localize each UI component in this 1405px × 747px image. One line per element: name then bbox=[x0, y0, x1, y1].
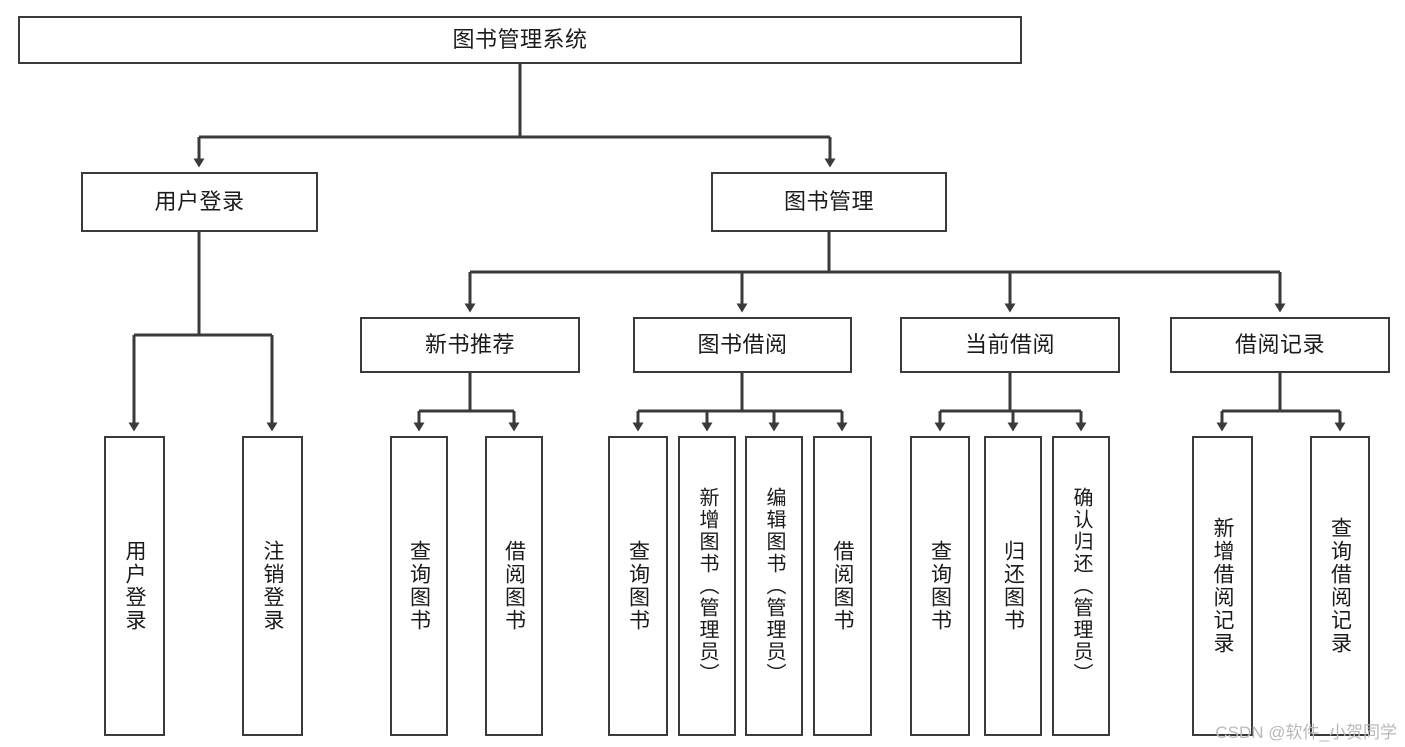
leaf-node-label: 借阅图书 bbox=[831, 540, 854, 632]
node-current-borrow-label: 当前借阅 bbox=[964, 332, 1055, 358]
node-book-management[interactable]: 图书管理 bbox=[711, 172, 947, 232]
leaf-node-label: 编辑图书（管理员） bbox=[763, 487, 785, 685]
leaf-node[interactable]: 借阅图书 bbox=[813, 436, 872, 736]
node-book-borrow[interactable]: 图书借阅 bbox=[633, 317, 852, 373]
leaf-node-label: 新增图书（管理员） bbox=[696, 487, 718, 685]
leaf-node-label: 用户登录 bbox=[123, 540, 146, 632]
node-user-login[interactable]: 用户登录 bbox=[81, 172, 318, 232]
leaf-node[interactable]: 用户登录 bbox=[104, 436, 165, 736]
csdn-watermark: CSDN @软件_小贺同学 bbox=[1215, 723, 1397, 742]
leaf-node-label: 借阅图书 bbox=[502, 540, 526, 632]
node-book-management-label: 图书管理 bbox=[783, 189, 874, 215]
leaf-node-label: 注销登录 bbox=[261, 540, 284, 632]
leaf-node[interactable]: 新增借阅记录 bbox=[1192, 436, 1253, 736]
leaf-node[interactable]: 注销登录 bbox=[242, 436, 303, 736]
leaf-node-label: 查询图书 bbox=[407, 540, 431, 632]
node-new-book-recommend[interactable]: 新书推荐 bbox=[360, 317, 580, 373]
leaf-node-label: 查询图书 bbox=[626, 540, 650, 632]
node-new-book-recommend-label: 新书推荐 bbox=[424, 332, 515, 358]
leaf-node[interactable]: 查询图书 bbox=[910, 436, 970, 736]
node-borrow-records-label: 借阅记录 bbox=[1234, 332, 1325, 358]
leaf-node-label: 查询图书 bbox=[928, 540, 952, 632]
leaf-node[interactable]: 查询图书 bbox=[608, 436, 668, 736]
node-root-label: 图书管理系统 bbox=[452, 27, 588, 53]
node-book-borrow-label: 图书借阅 bbox=[697, 332, 788, 358]
leaf-node[interactable]: 查询图书 bbox=[390, 436, 448, 736]
leaf-node[interactable]: 编辑图书（管理员） bbox=[745, 436, 803, 736]
leaf-node[interactable]: 借阅图书 bbox=[485, 436, 543, 736]
node-borrow-records[interactable]: 借阅记录 bbox=[1170, 317, 1390, 373]
leaf-node-label: 新增借阅记录 bbox=[1211, 517, 1234, 655]
node-root[interactable]: 图书管理系统 bbox=[18, 16, 1022, 64]
leaf-node[interactable]: 新增图书（管理员） bbox=[678, 436, 736, 736]
leaf-node[interactable]: 确认归还（管理员） bbox=[1052, 436, 1110, 736]
leaf-node[interactable]: 查询借阅记录 bbox=[1310, 436, 1370, 736]
leaf-node-label: 归还图书 bbox=[1001, 540, 1025, 632]
leaf-node-label: 确认归还（管理员） bbox=[1070, 487, 1092, 685]
leaf-node-label: 查询借阅记录 bbox=[1328, 517, 1352, 655]
leaf-node[interactable]: 归还图书 bbox=[984, 436, 1042, 736]
node-current-borrow[interactable]: 当前借阅 bbox=[900, 317, 1120, 373]
node-user-login-label: 用户登录 bbox=[154, 189, 245, 215]
